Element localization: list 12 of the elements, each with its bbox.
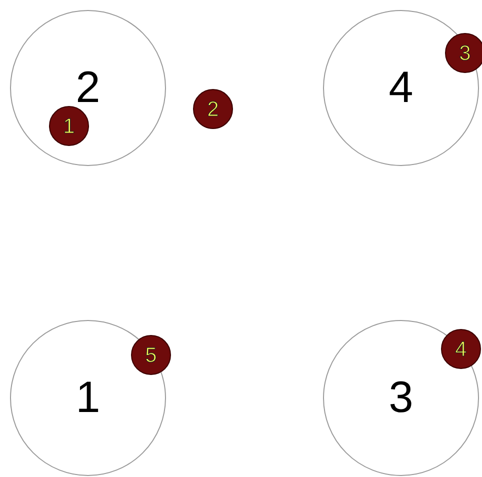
marker-number: 4	[455, 338, 467, 360]
circle-number: 1	[76, 376, 100, 420]
marker-number: 5	[145, 344, 157, 366]
marker-circle	[49, 106, 89, 146]
marker-circle	[193, 89, 233, 129]
circle-number: 2	[76, 66, 100, 110]
marker-number: 3	[459, 42, 471, 64]
marker-number: 1	[63, 116, 75, 136]
circle-number: 3	[388, 376, 414, 420]
circle-number: 4	[388, 66, 414, 110]
marker-circle	[131, 335, 171, 375]
marker-number: 2	[207, 98, 219, 120]
